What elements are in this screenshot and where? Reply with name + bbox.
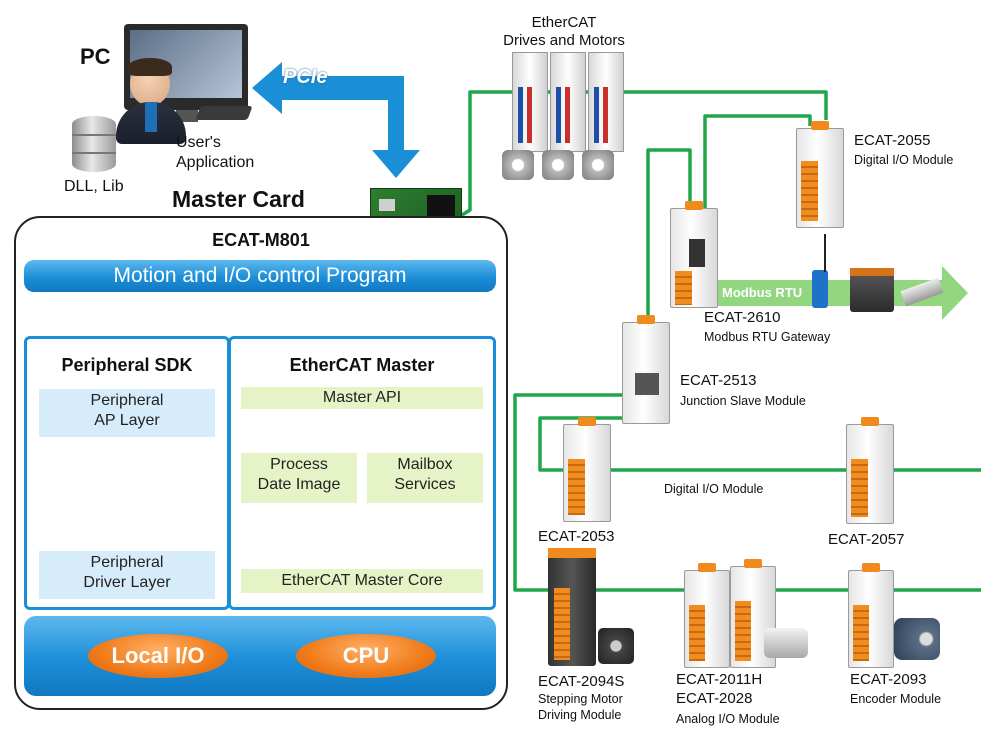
digital-io-label: Digital I/O Module — [664, 482, 764, 496]
pcie-label: PCIe — [283, 66, 328, 88]
database-icon — [72, 116, 116, 172]
master-core: EtherCAT Master Core — [241, 569, 483, 593]
ecat-2093-desc: Encoder Module — [850, 692, 942, 706]
stepping-motor-icon — [598, 628, 634, 664]
module-ecat-2055 — [796, 121, 844, 228]
master-card-title: Master Card — [172, 186, 305, 212]
ecat-2057-name: ECAT-2057 — [828, 531, 905, 548]
ecat-2094s-desc: Stepping Motor — [538, 692, 623, 706]
keyboard-icon — [195, 106, 253, 120]
ecat-2513-name: ECAT-2513 — [680, 372, 757, 389]
module-ecat-2513 — [622, 315, 670, 424]
peripheral-ap-layer: Peripheral AP Layer — [39, 389, 215, 437]
ecat-2094s-name: ECAT-2094S — [538, 673, 625, 690]
process-data-image: Process Date Image — [241, 453, 357, 503]
ethercat-master-title: EtherCAT Master — [289, 355, 435, 375]
master-api: Master API — [241, 387, 483, 409]
peripheral-ap-line1: Peripheral — [90, 392, 164, 409]
drives-label-2: Drives and Motors — [503, 32, 625, 49]
peripheral-sdk-panel: Peripheral SDK Peripheral AP Layer Perip… — [24, 336, 230, 610]
pc-title: PC — [80, 44, 111, 69]
master-card-model: ECAT-M801 — [212, 230, 310, 250]
ecat-2610-name: ECAT-2610 — [704, 309, 781, 326]
ecat-2093-name: ECAT-2093 — [850, 671, 927, 688]
user-app-label-1: User's — [176, 134, 221, 151]
ecat-2028-name: ECAT-2028 — [676, 690, 753, 707]
ecat-2094s-desc2: Driving Module — [538, 708, 622, 722]
ecat-2053-name: ECAT-2053 — [538, 528, 615, 545]
ecat-2610-desc: Modbus RTU Gateway — [704, 330, 831, 344]
process-line2: Date Image — [257, 476, 341, 493]
cpu-oval: CPU — [296, 634, 436, 678]
master-card: ECAT-M801 Motion and I/O control Program… — [14, 216, 508, 710]
modbus-device-icon — [812, 270, 828, 308]
user-app-label-2: Application — [176, 154, 255, 171]
mailbox-services: Mailbox Services — [367, 453, 483, 503]
ethercat-master-panel: EtherCAT Master Master API Process Date … — [228, 336, 496, 610]
peripheral-ap-line2: AP Layer — [94, 412, 160, 429]
modbus-rtu-label: Modbus RTU — [722, 285, 803, 300]
peripheral-driver-line1: Peripheral — [90, 554, 164, 571]
local-io-oval: Local I/O — [88, 634, 228, 678]
encoder-motor-icon — [894, 618, 940, 660]
process-line1: Process — [270, 456, 328, 473]
program-bar: Motion and I/O control Program — [24, 260, 496, 292]
module-ecat-2028 — [730, 559, 776, 668]
ecat-2011h-desc: Analog I/O Module — [676, 712, 780, 726]
module-ecat-2610 — [670, 201, 718, 308]
mailbox-line2: Services — [394, 476, 456, 493]
drives-label-1: EtherCAT — [531, 14, 597, 31]
dll-lib-label: DLL, Lib — [64, 178, 124, 195]
peripheral-sdk-title: Peripheral SDK — [61, 355, 193, 375]
peripheral-driver-layer: Peripheral Driver Layer — [39, 551, 215, 599]
ecat-2055-name: ECAT-2055 — [854, 132, 931, 149]
valve-icon — [764, 628, 808, 658]
ecat-2055-desc: Digital I/O Module — [854, 153, 954, 167]
modbus-module-icon — [850, 268, 894, 312]
ecat-2011h-name: ECAT-2011H — [676, 671, 763, 688]
ecat-2513-desc: Junction Slave Module — [680, 394, 806, 408]
module-ecat-2057 — [846, 417, 894, 524]
mailbox-line1: Mailbox — [397, 456, 453, 473]
peripheral-driver-line2: Driver Layer — [83, 574, 171, 591]
module-ecat-2094s — [548, 548, 596, 666]
module-ecat-2093 — [848, 563, 894, 668]
module-ecat-2011h — [684, 563, 730, 668]
module-ecat-2053 — [563, 417, 611, 522]
hardware-bar: Local I/O CPU — [24, 616, 496, 696]
